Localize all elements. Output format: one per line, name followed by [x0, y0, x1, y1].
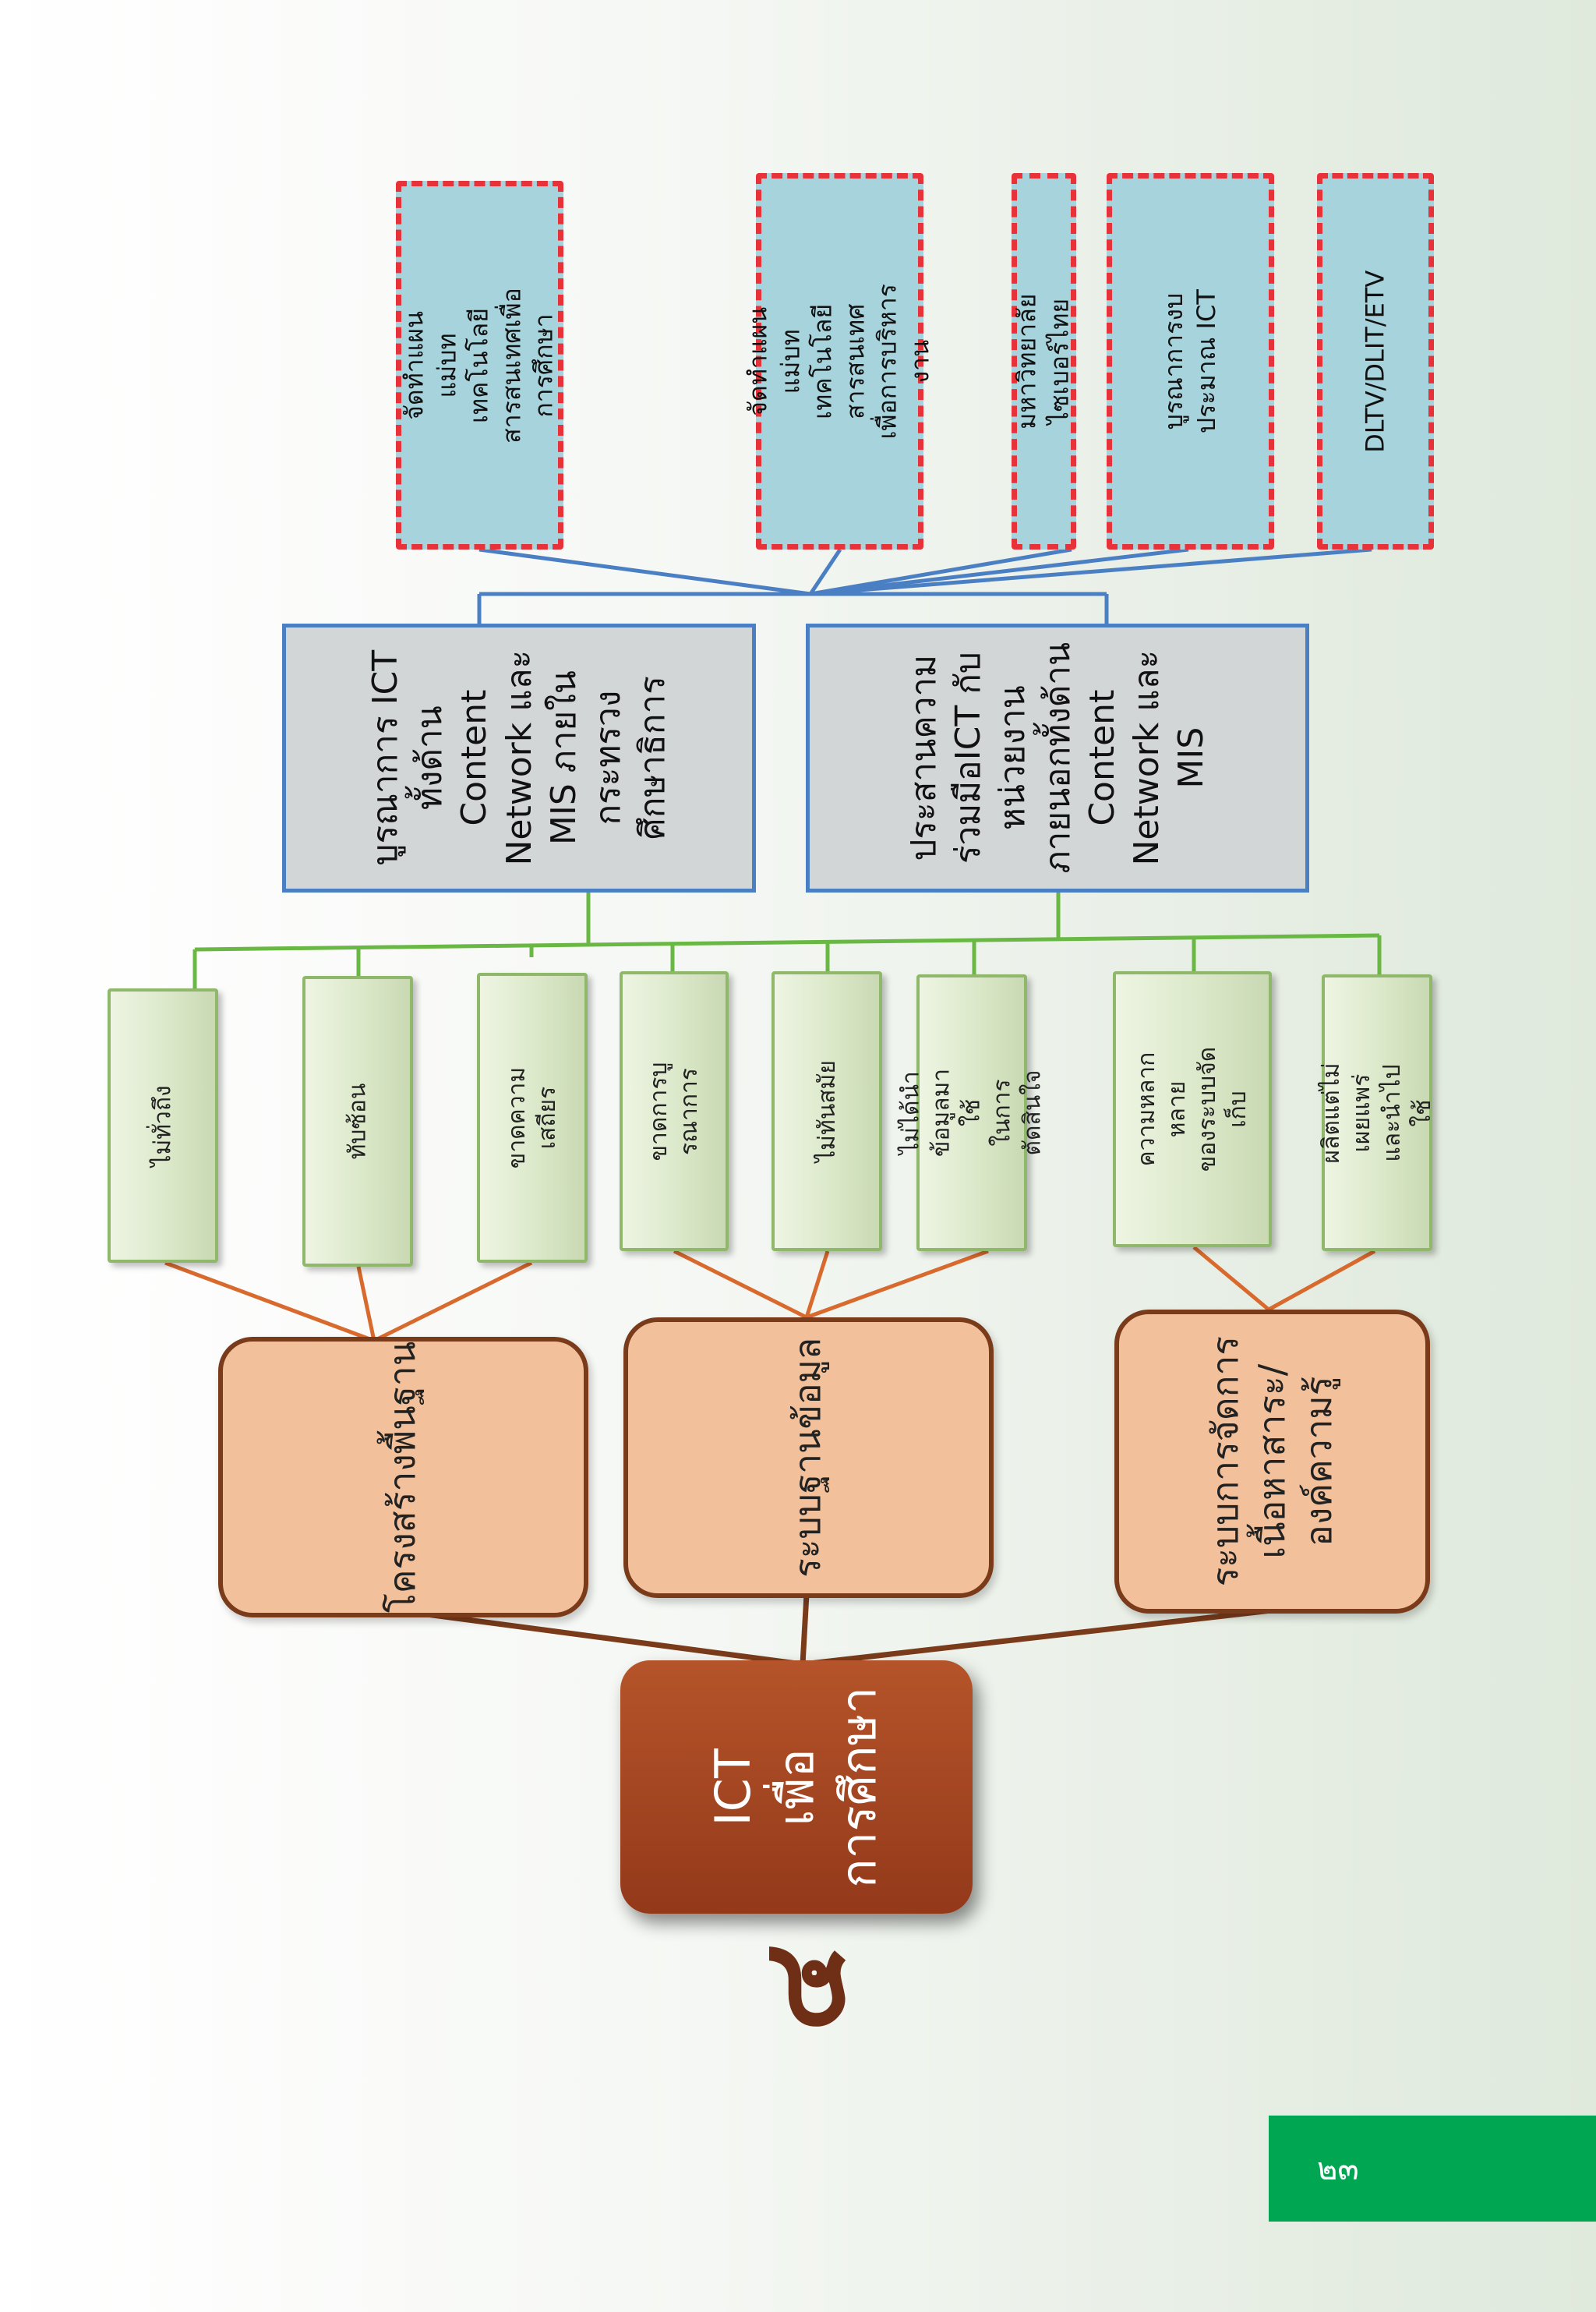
- issue-label: ไม่ได้นำข้อมูลมาใช้ ในการตัดสินใจ: [897, 1068, 1047, 1158]
- action-node: บูรณาการงบประมาณ ICT: [1107, 173, 1274, 550]
- issue-node: ขาดการบูรณาการ: [620, 971, 729, 1251]
- issue-label: ผลิตแต่ไม่เผยแพร่ และนำไปใช้: [1318, 1062, 1436, 1164]
- problem-area-label: ระบบการจัดการ เนื้อหาสาระ/ องค์ความรู้: [1203, 1336, 1340, 1587]
- page-number-badge: ๒๓: [1269, 2116, 1596, 2222]
- strategy-node: บูรณาการ ICT ทั้งด้าน Content Network แล…: [282, 624, 756, 893]
- issue-node: ขาดความเสถียร: [477, 973, 588, 1263]
- issue-label: ทับซ้อน: [344, 1083, 372, 1160]
- root-node: ICT เพื่อ การศึกษา: [620, 1660, 973, 1914]
- action-node: จัดทำแผนแม่บทเทคโนโลยี สารสนเทศเพื่อการศ…: [396, 181, 563, 550]
- chapter-number-text: ๔: [734, 1943, 871, 2032]
- root-connectors: [420, 1593, 1279, 1667]
- action-label: มหาวิทยาลัยไซเบอร์ไทย: [1012, 293, 1075, 430]
- page-number: ๒๓: [1317, 2151, 1359, 2187]
- issue-label: ขาดการบูรณาการ: [645, 1062, 703, 1161]
- problem-area-node: ระบบการจัดการ เนื้อหาสาระ/ องค์ความรู้: [1114, 1310, 1430, 1614]
- strategy-node: ประสานความ ร่วมมือICT กับ หน่วยงาน ภายนอ…: [806, 624, 1309, 893]
- issue-label: ความหลากหลาย ของระบบจัดเก็บ: [1133, 1046, 1252, 1172]
- issue-label: ไม่ทันสมัย: [813, 1060, 841, 1162]
- action-label: จัดทำแผนแม่บทเทคโนโลยี สารสนเทศเพื่อการศ…: [399, 287, 559, 444]
- action-node: จัดทำแผนแม่บท เทคโนโลยีสารสนเทศ เพื่อการ…: [743, 173, 935, 550]
- root-label: ICT เพื่อ การศึกษา: [704, 1686, 888, 1888]
- action-label: DLTV/DLIT/ETV: [1360, 270, 1390, 453]
- strategy-label: บูรณาการ ICT ทั้งด้าน Content Network แล…: [365, 650, 673, 866]
- issue-connectors: [192, 893, 1382, 988]
- action-label: บูรณาการงบประมาณ ICT: [1158, 289, 1221, 433]
- issue-node: ไม่ทันสมัย: [772, 971, 882, 1251]
- issue-node: ผลิตแต่ไม่เผยแพร่ และนำไปใช้: [1318, 974, 1436, 1251]
- issue-label: ขาดความเสถียร: [503, 1066, 561, 1169]
- chapter-number: ๔: [725, 1918, 881, 2058]
- problem-area-node: โครงสร้างพื้นฐาน: [218, 1337, 588, 1617]
- action-node: DLTV/DLIT/ETV: [1317, 173, 1434, 550]
- issue-node: ทับซ้อน: [302, 976, 413, 1267]
- strategy-label: ประสานความ ร่วมมือICT กับ หน่วยงาน ภายนอ…: [903, 642, 1211, 874]
- strategy-connectors: [477, 547, 1372, 624]
- problem-area-label: ระบบฐานข้อมูล: [786, 1337, 829, 1578]
- action-node: มหาวิทยาลัยไซเบอร์ไทย: [1012, 173, 1076, 550]
- action-label: จัดทำแผนแม่บท เทคโนโลยีสารสนเทศ เพื่อการ…: [743, 283, 935, 440]
- issue-node: ไม่ทั่วถึง: [108, 988, 218, 1263]
- issue-label: ไม่ทั่วถึง: [149, 1084, 177, 1167]
- issue-node: ความหลากหลาย ของระบบจัดเก็บ: [1113, 971, 1272, 1247]
- problem-area-label: โครงสร้างพื้นฐาน: [381, 1341, 424, 1614]
- issue-node: ไม่ได้นำข้อมูลมาใช้ ในการตัดสินใจ: [898, 974, 1047, 1251]
- area-connectors: [164, 1246, 1376, 1343]
- problem-area-node: ระบบฐานข้อมูล: [623, 1317, 994, 1598]
